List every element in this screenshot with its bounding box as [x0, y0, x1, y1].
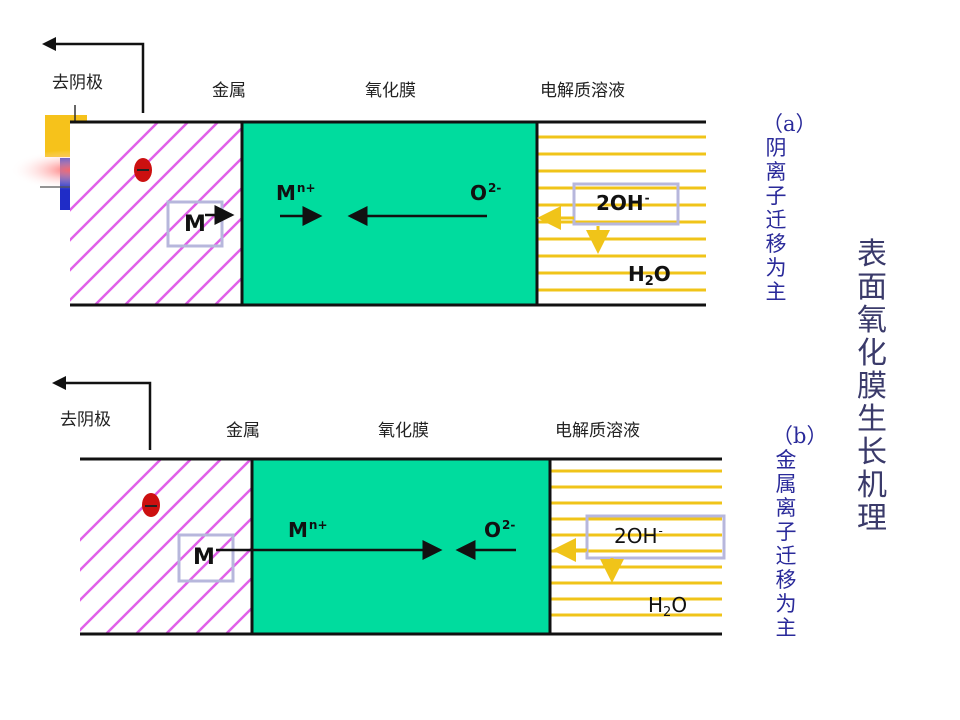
hydroxide-label-b: 2OH-: [614, 524, 663, 548]
metal-label-b: 金属: [226, 421, 260, 441]
water-label-a: H2O: [628, 262, 671, 289]
side-text-b: （b）金属离子迁移为主: [772, 424, 828, 640]
electrolyte-region-b: [550, 469, 722, 617]
metal-label-a: 金属: [212, 81, 246, 101]
metal-region-a: [70, 122, 242, 305]
oxide-label-b: 氧化膜: [378, 421, 429, 441]
electrolyte-label-a: 电解质溶液: [540, 81, 625, 101]
side-text-a: （a）阴离子迁移为主: [762, 112, 817, 304]
oxide-film-b: [252, 459, 550, 634]
hydroxide-label-a: 2OH-: [596, 191, 650, 215]
metal-ion-label-b: Mn+: [288, 518, 328, 542]
hydroxide-box-a: [572, 182, 680, 226]
cathode-label-a: 去阴极: [52, 73, 103, 93]
cathode-label-b: 去阴极: [60, 410, 111, 430]
oxide-label-a: 氧化膜: [365, 81, 416, 101]
electron-icon-b: [142, 493, 160, 517]
oxygen-ion-label-b: O2-: [484, 518, 516, 542]
electrolyte-label-b: 电解质溶液: [555, 421, 640, 441]
cathode-arrow-b: [52, 376, 152, 450]
m-box-b: [177, 533, 235, 583]
oxygen-ion-label-a: O2-: [470, 181, 502, 205]
water-label-b: H2O: [648, 593, 688, 620]
oxide-film-a: [242, 122, 537, 305]
m-label-a: M: [184, 212, 206, 237]
hydroxide-box-b: [585, 514, 726, 560]
electron-icon-a: [134, 158, 152, 182]
panel-a: [42, 37, 706, 307]
cathode-arrow-a: [42, 37, 145, 113]
panel-b-boundaries: [80, 457, 722, 636]
panel-b: [52, 376, 726, 636]
main-title: 表面氧化膜生长机理: [857, 237, 887, 536]
metal-ion-label-a: Mn+: [276, 181, 316, 205]
metal-region-b: [80, 459, 252, 634]
m-label-b: M: [193, 545, 215, 570]
